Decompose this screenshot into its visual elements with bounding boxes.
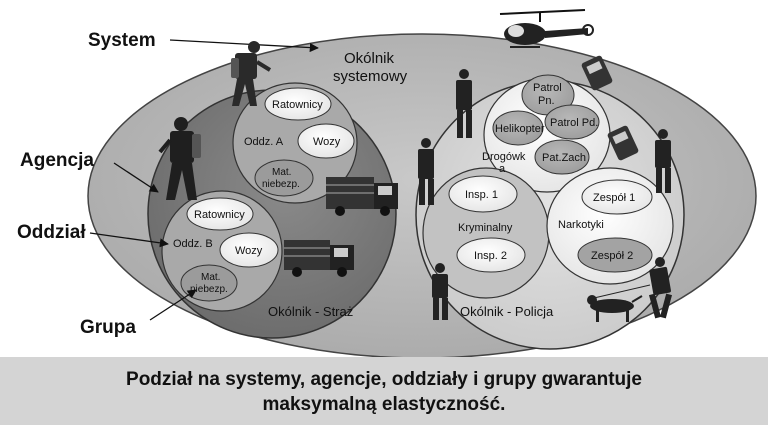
patrol-pn-line2: Pn. [538, 95, 555, 107]
drogowka-line1: Drogówk [482, 151, 526, 163]
hierarchy-diagram: System Agencja Oddział Grupa Okólnik sys… [17, 9, 757, 357]
insp-2-label: Insp. 2 [474, 250, 507, 262]
ratownicy-b-label: Ratownicy [194, 209, 245, 221]
group-patrol-pd [544, 104, 600, 140]
straz-circular: Okólnik - Straż [268, 304, 353, 319]
arrow-system [169, 39, 319, 53]
zespol-2-label: Zespół 2 [591, 250, 633, 262]
kryminalny-label: Kryminalny [458, 222, 513, 234]
zespol-1-label: Zespół 1 [593, 192, 635, 204]
police-dog-icon [587, 284, 651, 322]
mat-a-line1: Mat. [272, 167, 291, 178]
label-agencja: Agencja [20, 150, 94, 171]
group-wozy-a [297, 123, 355, 159]
firefighter-icon [231, 41, 272, 106]
helikopter-label: Helikopter [495, 123, 545, 135]
police-car-icon [607, 125, 639, 161]
arrow-oddzial [89, 232, 169, 248]
group-zespol-1 [581, 179, 653, 215]
group-mat-b [180, 264, 238, 302]
drogowka-line2: a [499, 163, 506, 175]
caption: Podział na systemy, agencje, oddziały i … [0, 367, 768, 417]
oddz-b-label: Oddz. B [173, 238, 213, 250]
narkotyki-label: Narkotyki [558, 219, 604, 231]
firefighter-icon [158, 117, 201, 200]
police-officer-icon [456, 69, 472, 138]
caption-line-1: Podział na systemy, agencje, oddziały i … [126, 369, 642, 390]
arrow-grupa [149, 289, 197, 321]
fire-truck-icon [326, 177, 398, 216]
system-circular-line2: systemowy [333, 68, 408, 85]
helicopter-icon [499, 9, 594, 48]
caption-line-2: maksymalną elastyczność. [262, 394, 506, 415]
label-system: System [88, 30, 156, 51]
label-grupa: Grupa [80, 317, 136, 338]
police-officer-icon [432, 263, 448, 320]
police-officer-icon [648, 257, 673, 319]
mat-b-line1: Mat. [201, 272, 220, 283]
mat-a-line2: niebezp. [262, 179, 300, 190]
group-mat-a [254, 159, 314, 197]
pat-zach-label: Pat.Zach [542, 152, 586, 164]
patrol-pd-label: Patrol Pd. [550, 117, 598, 129]
ratownicy-a-label: Ratownicy [272, 99, 323, 111]
group-ratownicy-a [264, 87, 332, 121]
police-car-icon [581, 55, 613, 91]
police-officer-icon [418, 138, 434, 205]
oddz-a-label: Oddz. A [244, 136, 284, 148]
wozy-b-label: Wozy [235, 245, 263, 257]
arrow-agencja [113, 162, 159, 193]
patrol-pn-line1: Patrol [533, 82, 562, 94]
label-oddzial: Oddział [17, 222, 86, 243]
police-officer-icon [655, 129, 671, 193]
group-pat-zach [534, 139, 590, 175]
mat-b-line2: niebezp. [190, 284, 228, 295]
system-circular-line1: Okólnik [344, 50, 395, 67]
group-ratownicy-b [186, 197, 254, 231]
group-helikopter [492, 110, 544, 146]
caption-box [0, 357, 768, 425]
group-zespol-2 [577, 237, 653, 273]
insp-1-label: Insp. 1 [465, 189, 498, 201]
wozy-a-label: Wozy [313, 136, 341, 148]
group-insp-1 [448, 175, 518, 213]
group-insp-2 [456, 237, 526, 273]
policja-circular: Okólnik - Policja [460, 304, 554, 319]
group-wozy-b [219, 232, 279, 268]
fire-truck-icon [284, 240, 354, 277]
